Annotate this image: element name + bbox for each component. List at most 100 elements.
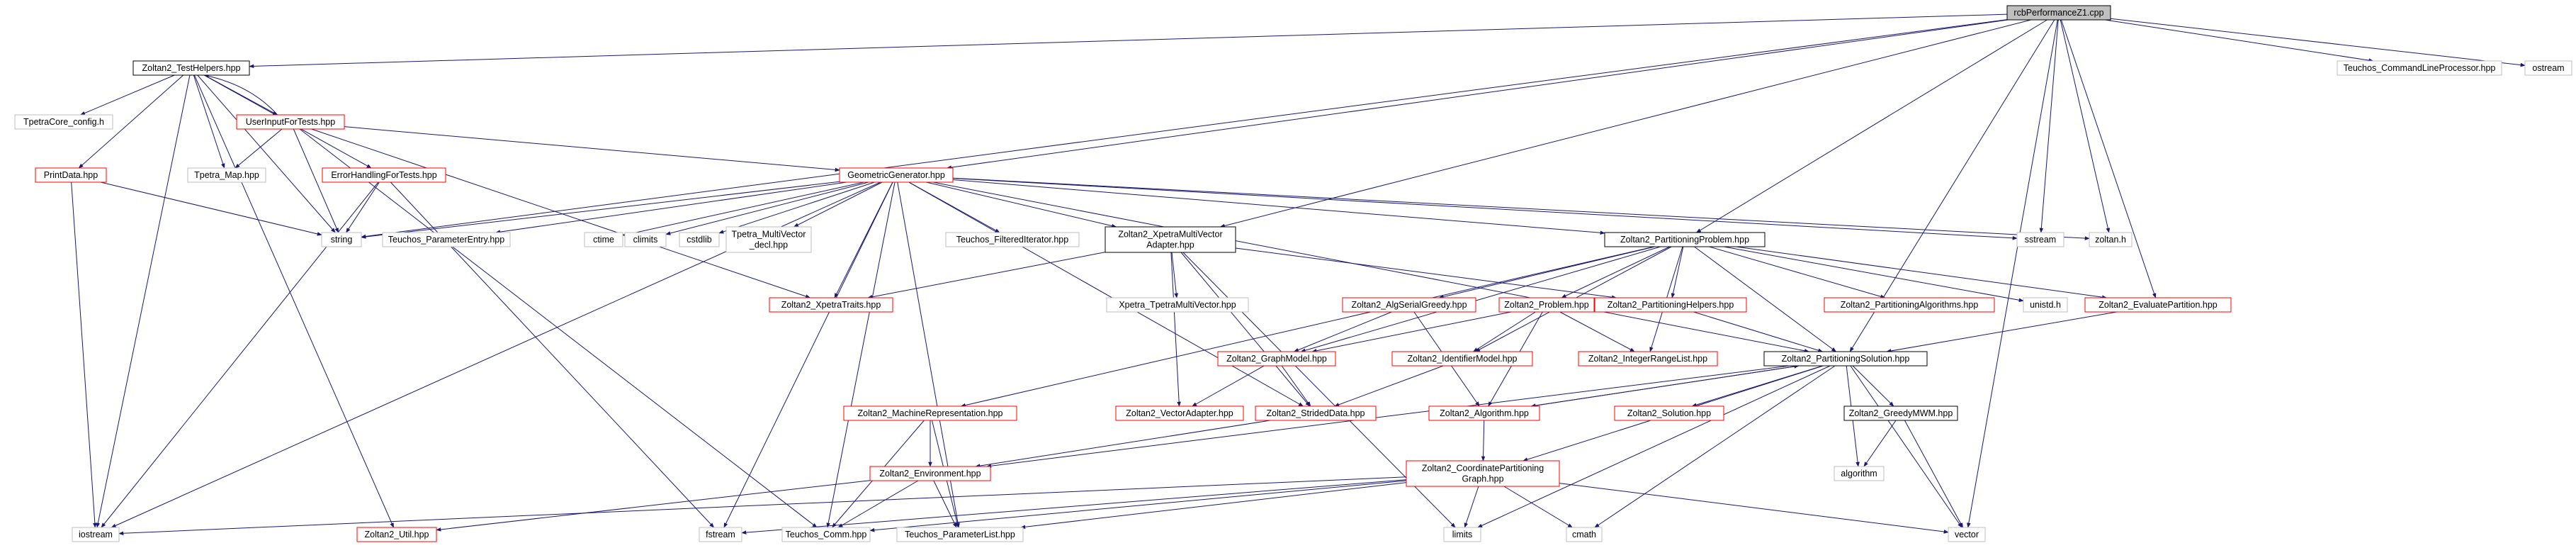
node-box [72, 527, 120, 542]
node-problem[interactable]: Zoltan2_Problem.hpp [1498, 297, 1595, 313]
node-label: Zoltan2_AlgSerialGreedy.hpp [1351, 300, 1467, 310]
edge-environment-to-paramlist [933, 480, 957, 528]
node-box [35, 167, 107, 183]
node-box [382, 232, 511, 247]
edge-root-to-sstream [2039, 19, 2059, 233]
node-label: TpetraCore_config.h [23, 117, 104, 127]
edge-parthelpers-to-partsol [1693, 311, 1824, 352]
node-testhelpers[interactable]: Zoltan2_TestHelpers.hpp [132, 60, 250, 76]
node-label: Zoltan2_TestHelpers.hpp [142, 63, 241, 73]
edge-geomgen-to-string [361, 181, 840, 239]
node-util[interactable]: Zoltan2_Util.hpp [356, 527, 437, 542]
edge-partproblem-to-problem [1561, 246, 1671, 298]
node-parthelpers[interactable]: Zoltan2_PartitioningHelpers.hpp [1594, 297, 1747, 313]
edge-geomgen-to-xpetramv [926, 181, 1117, 228]
node-partsol[interactable]: Zoltan2_PartitioningSolution.hpp [1763, 351, 1928, 367]
node-vecadapter[interactable]: Zoltan2_VectorAdapter.hpp [1115, 406, 1244, 421]
node-box [1843, 406, 1958, 421]
node-xpetratpetramv: Xpetra_TpetraMultiVector.hpp [1106, 297, 1249, 313]
node-box [1614, 406, 1724, 421]
node-root[interactable]: rcbPerformanceZ1.cpp [2006, 5, 2111, 21]
edge-graphmodel-to-vecadapter [1192, 365, 1265, 407]
node-label: vector [1955, 530, 1979, 539]
node-algorithm[interactable]: Zoltan2_Algorithm.hpp [1428, 406, 1540, 421]
edge-root-to-ostream1 [2110, 18, 2526, 67]
node-label: Zoltan2_EvaluatePartition.hpp [2098, 300, 2218, 310]
node-box [1498, 297, 1595, 313]
node-label: Zoltan2_Algorithm.hpp [1440, 408, 1529, 418]
node-label: PrintData.hpp [44, 170, 98, 180]
node-box [699, 527, 742, 542]
node-label: Zoltan2_Environment.hpp [879, 469, 981, 479]
node-machrep[interactable]: Zoltan2_MachineRepresentation.hpp [843, 406, 1017, 421]
edge-xpetramv-to-limits [1182, 252, 1456, 528]
node-box [2084, 297, 2232, 313]
node-xpetratraits[interactable]: Zoltan2_XpetraTraits.hpp [769, 297, 893, 313]
edge-errhandling-to-string [346, 181, 380, 233]
edge-partproblem-to-machrep [960, 246, 1654, 408]
node-label: ctime [593, 235, 614, 245]
node-label: Teuchos_ParameterEntry.hpp [388, 235, 504, 245]
node-greedymwm[interactable]: Zoltan2_GreedyMWM.hpp [1843, 406, 1958, 421]
node-strided[interactable]: Zoltan2_StridedData.hpp [1255, 406, 1377, 421]
node-identmodel[interactable]: Zoltan2_IdentifierModel.hpp [1391, 351, 1533, 367]
edge-geomgen-to-paramentry [495, 181, 847, 234]
dependency-edges [71, 13, 2526, 536]
node-intrange[interactable]: Zoltan2_IntegerRangeList.hpp [1578, 351, 1718, 367]
node-environment[interactable]: Zoltan2_Environment.hpp [869, 466, 991, 481]
edge-userinput-to-geomgen [344, 126, 840, 172]
node-label: Teuchos_FilteredIterator.hpp [956, 235, 1068, 245]
node-box [843, 406, 1017, 421]
node-iostream: iostream [72, 527, 120, 542]
edge-xpetramv-to-strided [1180, 252, 1311, 407]
edge-problem-to-intrange [1559, 311, 1635, 352]
node-geomgen[interactable]: GeometricGenerator.hpp [839, 167, 954, 183]
edge-graphmodel-to-strided [1281, 365, 1311, 407]
node-limits: limits [1443, 527, 1481, 542]
edge-root-to-vector [1967, 19, 2058, 528]
node-partalgs[interactable]: Zoltan2_PartitioningAlgorithms.hpp [1824, 297, 1995, 313]
node-evalpart[interactable]: Zoltan2_EvaluatePartition.hpp [2084, 297, 2232, 313]
edge-testhelpers-to-tpetramap [193, 74, 225, 169]
node-algserial[interactable]: Zoltan2_AlgSerialGreedy.hpp [1342, 297, 1476, 313]
node-graphmodel[interactable]: Zoltan2_GraphModel.hpp [1217, 351, 1336, 367]
node-label: Zoltan2_Problem.hpp [1504, 300, 1589, 310]
node-label: Tpetra_Map.hpp [194, 170, 259, 180]
node-box [1115, 406, 1244, 421]
node-label: Teuchos_Comm.hpp [786, 530, 867, 539]
edge-testhelpers-to-printdata [78, 74, 184, 169]
node-string: string [321, 232, 362, 247]
node-solution[interactable]: Zoltan2_Solution.hpp [1614, 406, 1724, 421]
node-label: Zoltan2_XpetraTraits.hpp [781, 300, 881, 310]
edge-partproblem-to-evalpart [1736, 246, 2108, 299]
edge-userinput-to-testhelpers [203, 74, 278, 116]
node-partproblem[interactable]: Zoltan2_PartitioningProblem.hpp [1604, 232, 1766, 247]
node-label: Teuchos_ParameterList.hpp [905, 530, 1015, 539]
edge-partsol-to-cmath [1594, 365, 1836, 528]
edge-partsol-to-vector [1850, 365, 1962, 528]
node-box [2006, 5, 2111, 21]
edge-algserial-to-graphmodel [1293, 311, 1392, 352]
node-box [14, 114, 113, 130]
node-zoltanh: zoltan.h [2089, 232, 2132, 247]
node-label: Zoltan2_XpetraMultiVector [1118, 230, 1222, 240]
node-box [1824, 297, 1995, 313]
edge-root-to-testhelpers [249, 13, 2008, 69]
node-box [1594, 297, 1747, 313]
edge-partproblem-to-partalgs [1709, 246, 1886, 298]
node-userinput[interactable]: UserInputForTests.hpp [236, 114, 345, 130]
node-label: Zoltan2_VectorAdapter.hpp [1126, 408, 1233, 418]
node-box [1217, 351, 1336, 367]
node-label: sstream [2025, 235, 2056, 245]
edge-geomgen-to-ctime [622, 181, 864, 237]
node-label: fstream [706, 530, 735, 539]
node-box [1566, 527, 1603, 542]
node-errhandling[interactable]: ErrorHandlingForTests.hpp [322, 167, 446, 183]
edge-coordpart-to-fstream [741, 479, 1407, 535]
edge-coordpart-to-limits [1464, 486, 1479, 528]
node-printdata[interactable]: PrintData.hpp [35, 167, 107, 183]
node-paramlist: Teuchos_ParameterList.hpp [896, 527, 1024, 542]
